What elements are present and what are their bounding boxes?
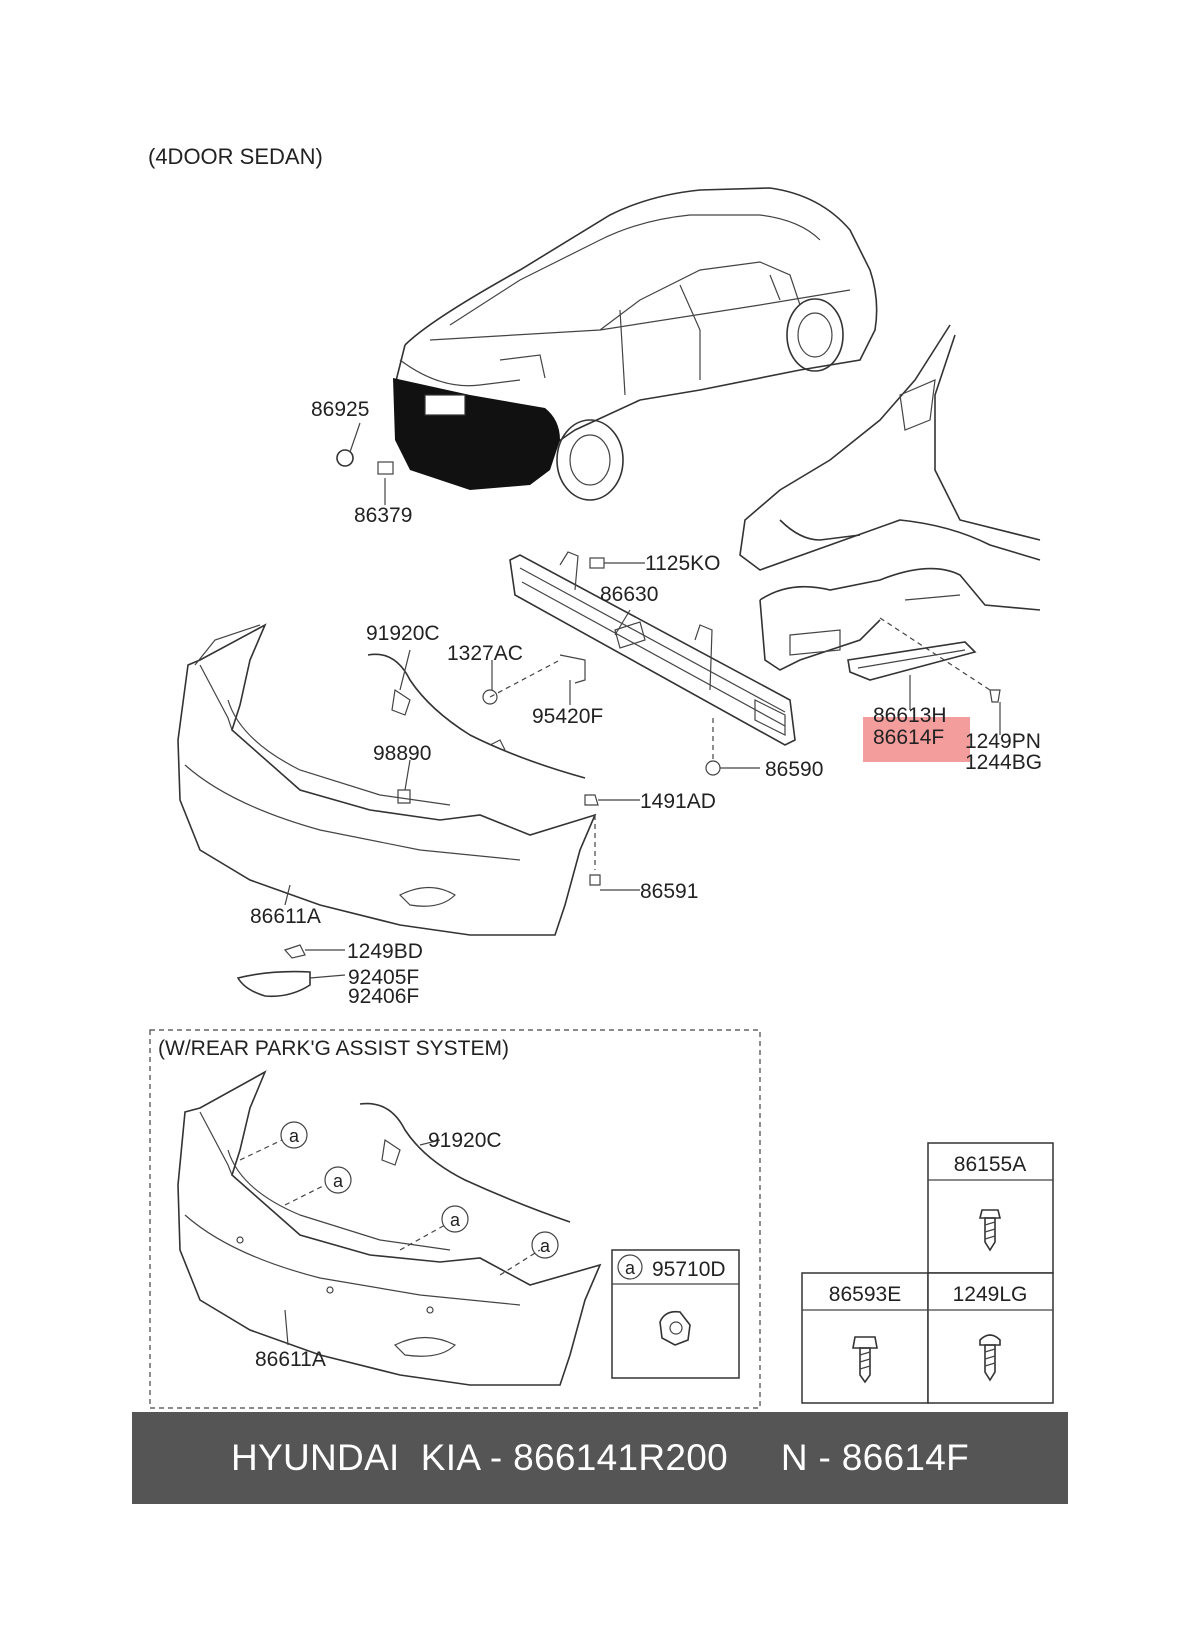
label-1327AC[interactable]: 1327AC — [447, 642, 523, 665]
rear-beam-illustration — [509, 551, 796, 746]
label-1249BD[interactable]: 1249BD — [347, 940, 423, 963]
label-86925[interactable]: 86925 — [311, 398, 369, 421]
fastener-table: 86155A 86593E 1249LG — [801, 1142, 1054, 1404]
option-title: (W/REAR PARK'G ASSIST SYSTEM) — [158, 1037, 509, 1060]
part-number-footer: HYUNDAI KIA - 866141R200 N - 86614F — [132, 1412, 1068, 1504]
bumper-bracket-illustration — [847, 641, 977, 681]
label-1249LG[interactable]: 1249LG — [953, 1283, 1028, 1306]
leader-lines — [284, 422, 1001, 979]
optional-section-frame — [149, 1029, 761, 1409]
car-illustration — [393, 187, 878, 501]
label-86590[interactable]: 86590 — [765, 758, 823, 781]
bolt-86155A-icon — [978, 1209, 1002, 1252]
label-86630[interactable]: 86630 — [600, 583, 658, 606]
section-title: (4DOOR SEDAN) — [148, 144, 323, 169]
ref-a-4: a — [540, 1236, 551, 1256]
highlight-box — [863, 717, 970, 762]
fasteners — [283, 449, 1001, 959]
label-92406F[interactable]: 92406F — [348, 985, 419, 1008]
ref-a-sensor: a — [625, 1258, 636, 1278]
label-1491AD[interactable]: 1491AD — [640, 790, 716, 813]
sensor-box: a 95710D — [611, 1249, 740, 1379]
reflector-illustration — [236, 970, 311, 998]
ref-a-markers: a a a a — [280, 1121, 559, 1259]
label-86613H[interactable]: 86613H — [873, 704, 947, 727]
label-86611A[interactable]: 86611A — [250, 905, 321, 928]
sensor-icon — [659, 1310, 691, 1346]
optional-bumper-illustration — [177, 1070, 602, 1386]
screw-1249LG-icon — [979, 1334, 1001, 1382]
label-opt-91920C[interactable]: 91920C — [428, 1129, 502, 1152]
ref-a-1: a — [289, 1126, 300, 1146]
label-86379[interactable]: 86379 — [354, 504, 412, 527]
label-86591[interactable]: 86591 — [640, 880, 698, 903]
label-1244BG[interactable]: 1244BG — [965, 751, 1042, 774]
bolt-86593E-icon — [852, 1336, 878, 1384]
label-91920C[interactable]: 91920C — [366, 622, 440, 645]
label-92405F[interactable]: 92405F — [348, 966, 419, 989]
label-95710D[interactable]: 95710D — [652, 1258, 726, 1281]
ref-a-3: a — [450, 1210, 461, 1230]
wiring-harness-illustration — [367, 653, 586, 779]
bumper-cover-illustration — [177, 623, 597, 936]
label-95420F[interactable]: 95420F — [532, 705, 603, 728]
label-86155A[interactable]: 86155A — [954, 1153, 1026, 1176]
ref-a-2: a — [333, 1171, 344, 1191]
label-1249PN[interactable]: 1249PN — [965, 730, 1041, 753]
footer-text: HYUNDAI KIA - 866141R200 N - 86614F — [231, 1437, 969, 1478]
quarter-panel-illustration — [739, 324, 1041, 671]
label-98890[interactable]: 98890 — [373, 742, 431, 765]
optional-leaders — [239, 1139, 541, 1346]
label-86593E[interactable]: 86593E — [829, 1283, 901, 1306]
label-opt-86611A[interactable]: 86611A — [255, 1348, 326, 1371]
label-86614F[interactable]: 86614F — [873, 726, 944, 749]
label-1125KO[interactable]: 1125KO — [645, 552, 721, 575]
